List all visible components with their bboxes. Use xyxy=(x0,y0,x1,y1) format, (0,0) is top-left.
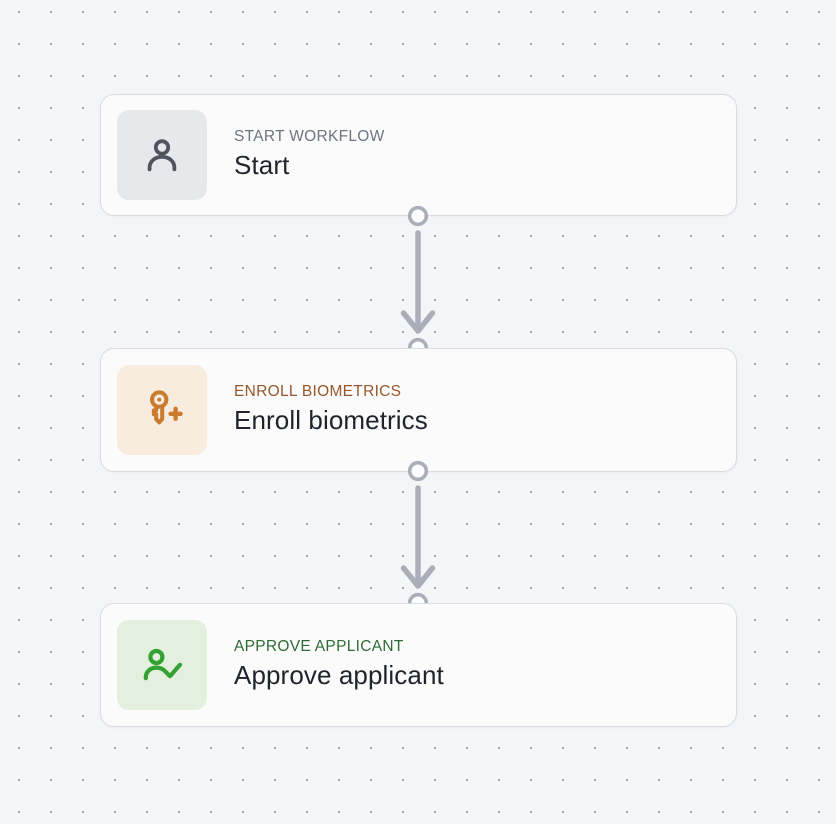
workflow-node-start[interactable]: START WORKFLOW Start xyxy=(100,94,737,216)
node-title: Enroll biometrics xyxy=(234,405,428,436)
user-icon xyxy=(117,110,207,200)
node-label: START WORKFLOW xyxy=(234,127,385,145)
node-title: Approve applicant xyxy=(234,660,444,691)
workflow-node-enroll-biometrics[interactable]: ENROLL BIOMETRICS Enroll biometrics xyxy=(100,348,737,472)
user-check-icon xyxy=(117,620,207,710)
workflow-node-approve-applicant[interactable]: APPROVE APPLICANT Approve applicant xyxy=(100,603,737,727)
edge-start-to-enroll[interactable] xyxy=(390,204,446,360)
node-title: Start xyxy=(234,150,290,181)
source-port-handle[interactable] xyxy=(407,205,429,227)
key-plus-icon xyxy=(117,365,207,455)
edge-enroll-to-approve[interactable] xyxy=(390,459,446,615)
source-port-handle[interactable] xyxy=(407,460,429,482)
node-label: APPROVE APPLICANT xyxy=(234,637,404,655)
node-label: ENROLL BIOMETRICS xyxy=(234,382,402,400)
